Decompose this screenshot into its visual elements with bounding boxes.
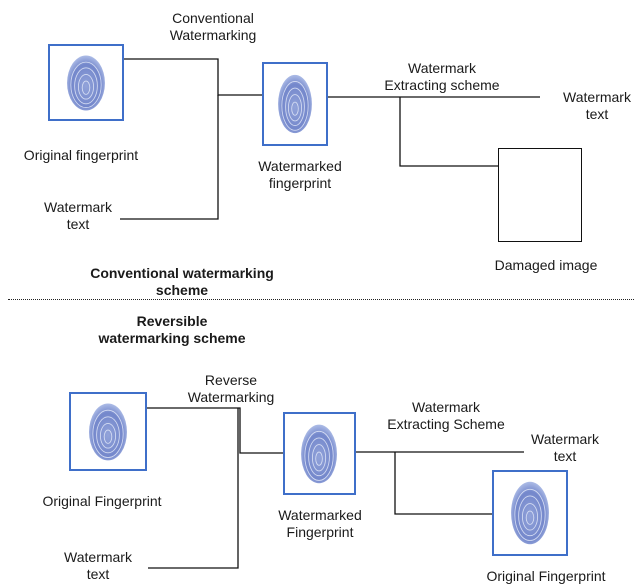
watermark-text-input-label: Watermark text [44,199,112,232]
connector-to-damaged [399,97,498,167]
fingerprint-icon [88,403,128,461]
connector-text-to-watermarked [120,95,219,220]
original-fingerprint-box [48,44,124,121]
damaged-image-label: Damaged image [494,257,598,273]
damaged-image-box [498,148,582,242]
watermark-text-output-label: Watermark text [563,89,631,122]
watermarked-fingerprint-box-bottom [283,412,356,495]
fingerprint-icon [66,55,106,111]
section-divider [8,299,634,300]
original-fingerprint-label-bottom: Original Fingerprint [42,493,162,509]
watermark-extracting-scheme-label: Watermark Extracting scheme [384,60,500,93]
watermark-text-output-label-bottom: Watermark text [531,431,599,464]
original-fingerprint-box-bottom [69,392,147,471]
restored-fingerprint-box [492,470,568,556]
connector-original-to-watermarked [124,58,262,96]
fingerprint-icon [300,424,338,484]
watermarked-fingerprint-box [262,62,328,146]
conventional-section-title: Conventional watermarking scheme [90,265,274,298]
connector-to-restored [394,452,492,515]
watermarked-fingerprint-label-bottom: Watermarked Fingerprint [278,507,362,540]
reversible-section-title: Reversible watermarking scheme [98,313,246,346]
watermark-extracting-scheme-label-bottom: Watermark Extracting Scheme [387,399,505,432]
connector-original-to-watermarked-bottom [147,407,283,454]
restored-fingerprint-label: Original Fingerprint [486,568,606,584]
fingerprint-icon [277,74,313,134]
watermark-text-input-label-bottom: Watermark text [64,549,132,582]
connector-text-to-watermarked-bottom [148,408,239,569]
fingerprint-icon [510,481,550,545]
original-fingerprint-label: Original fingerprint [23,147,139,163]
watermarked-fingerprint-label: Watermarked fingerprint [258,158,342,191]
reverse-watermarking-label: Reverse Watermarking [187,372,275,405]
conventional-watermarking-label: Conventional Watermarking [169,10,257,43]
